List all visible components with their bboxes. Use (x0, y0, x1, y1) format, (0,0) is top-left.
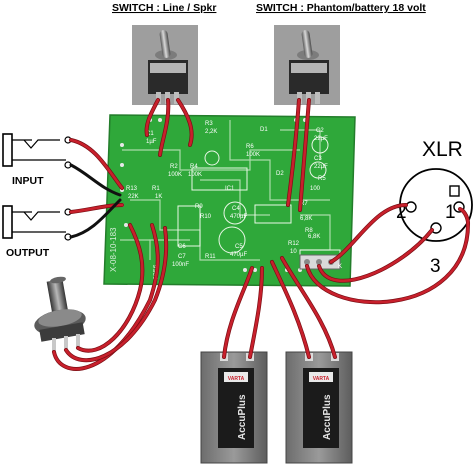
output-jack[interactable] (2, 205, 72, 241)
label-r8: R8 (305, 228, 313, 234)
label-pcb-id: X-08-10-183 (109, 227, 118, 272)
xlr-pin-3: 3 (430, 256, 441, 277)
label-r12-value: 10 (290, 249, 297, 255)
label-r6-value: 100K (246, 152, 260, 158)
label-6-8k-a: 6,8K (300, 216, 312, 222)
label-r4: R4 (190, 164, 198, 170)
wire-output-2 (69, 198, 122, 239)
label-r13-value: 22K (128, 194, 139, 200)
potentiometer[interactable] (32, 276, 87, 352)
label-c4: C4 (232, 206, 240, 212)
switch-phantom-title: SWITCH : Phantom/battery 18 volt (256, 2, 426, 14)
input-jack[interactable] (2, 133, 72, 169)
label-r7: R7 (300, 201, 308, 207)
wires (52, 98, 471, 371)
wire-input-2 (69, 163, 122, 197)
xlr-connector[interactable] (399, 168, 473, 242)
label-c2: C2 (316, 128, 324, 134)
input-label: INPUT (12, 175, 44, 187)
label-c3-value: 22µF (314, 164, 328, 170)
label-r2: R2 (170, 164, 178, 170)
label-100: 100 (310, 186, 321, 192)
label-d1: D1 (260, 127, 268, 133)
xlr-pin-2: 2 (396, 202, 407, 223)
battery-9v-left: VARTA AccuPlus (200, 351, 268, 464)
xlr-pin-1: 1 (445, 202, 456, 223)
label-r13: R13 (126, 186, 138, 192)
label-r1: R1 (152, 186, 160, 192)
label-c2-value: 22µF (314, 136, 328, 142)
label-d2: D2 (276, 171, 284, 177)
battery-logo-right: VARTA (313, 376, 330, 382)
label-r1-value: 1K (155, 194, 162, 200)
switch-line-spkr-title: SWITCH : Line / Spkr (112, 2, 216, 14)
label-k: K (338, 264, 342, 270)
pcb-labels: C1 1µF R3 2,2K D1 C2 22µF R6 100K R2 100… (109, 121, 342, 280)
label-r12: R12 (288, 241, 300, 247)
label-c7: C7 (178, 254, 186, 260)
label-r5: R5 (318, 176, 326, 182)
battery-brand-left: AccuPlus (237, 394, 248, 440)
battery-9v-right: VARTA AccuPlus (285, 351, 353, 464)
label-r6: R6 (246, 144, 254, 150)
label-c5: C5 (235, 244, 243, 250)
label-6-8k-b: 6,8K (308, 234, 320, 240)
label-c1-value: 1µF (146, 139, 157, 145)
label-c7-value: 100nF (172, 262, 189, 268)
label-c4-value: 470µF (230, 214, 247, 220)
label-c1: C1 (146, 131, 154, 137)
label-ic1: IC1 (225, 186, 235, 192)
label-r9: R9 (195, 204, 203, 210)
label-r10: R10 (200, 214, 212, 220)
label-r11: R11 (205, 254, 216, 260)
label-r3-value: 2,2K (205, 129, 217, 135)
battery-brand-right: AccuPlus (322, 394, 333, 440)
label-r4-value: 100K (188, 172, 202, 178)
toggle-switch-phantom-battery[interactable] (274, 25, 340, 105)
label-c3: C3 (314, 156, 322, 162)
label-r3: R3 (205, 121, 213, 127)
label-c6: C6 (178, 244, 186, 250)
battery-logo-left: VARTA (228, 376, 245, 382)
output-label: OUTPUT (6, 247, 50, 259)
xlr-label: XLR (422, 138, 463, 161)
toggle-switch-line-spkr[interactable] (132, 25, 198, 105)
label-r2-value: 100K (168, 172, 182, 178)
label-c5-value: 470µF (230, 252, 247, 258)
